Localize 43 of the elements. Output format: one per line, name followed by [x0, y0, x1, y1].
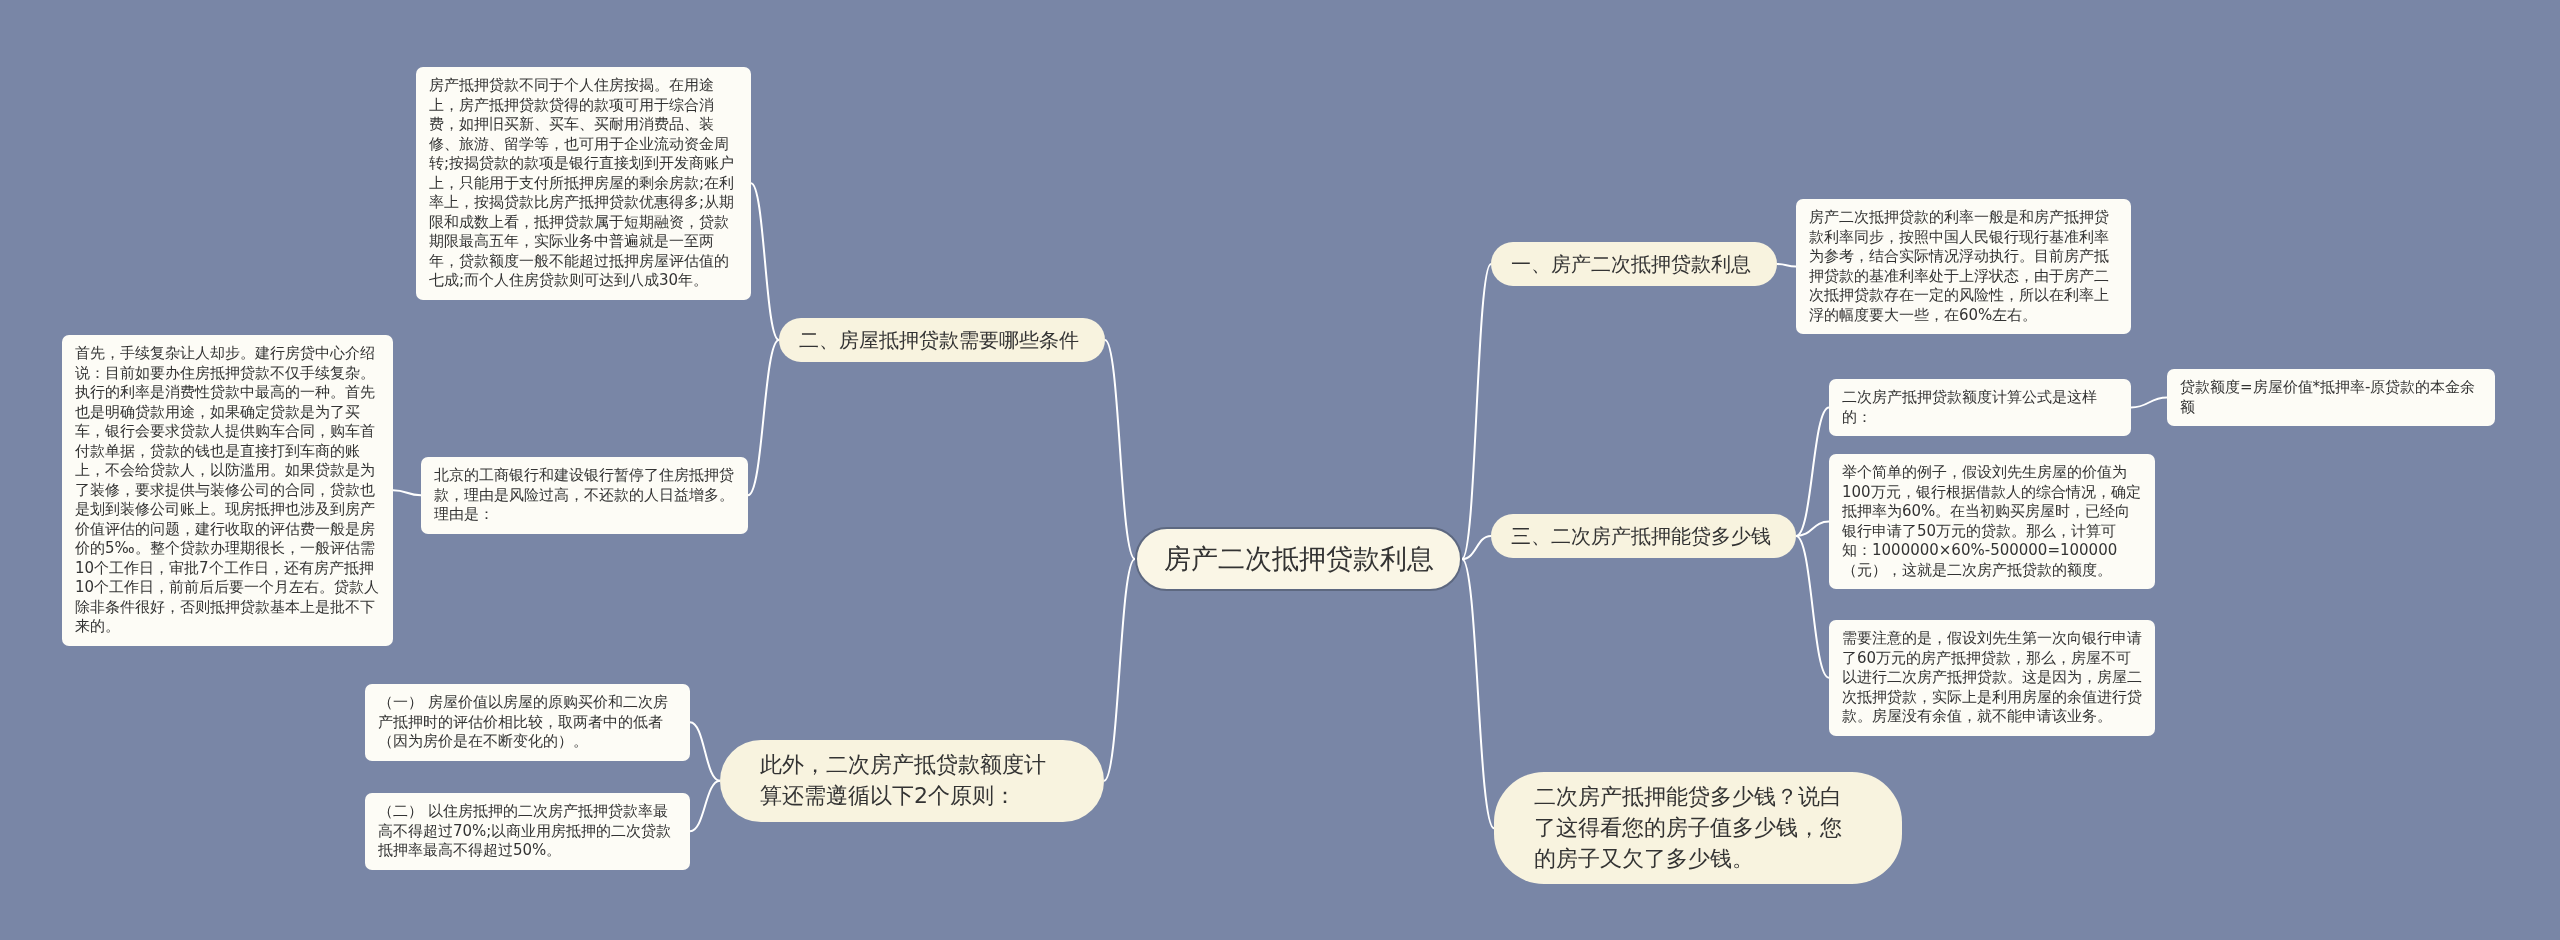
- topic-text: 此外，二次房产抵贷款额度计算还需遵循以下2个原则：: [760, 751, 1047, 810]
- note-card: [421, 457, 748, 534]
- connector-line: [392, 489, 422, 497]
- connector-line: [1461, 535, 1492, 560]
- connector-line: [1795, 406, 1830, 537]
- connector-line: [747, 339, 780, 497]
- topic-text: 三、二次房产抵押能贷多少钱: [1511, 523, 1772, 550]
- topic-text: 北京的工商银行和建设银行暂停了住房抵押贷款，理由是风险过高，不还款的人日益增多。理由是：: [434, 466, 735, 525]
- topic-text: 房产抵押贷款不同于个人住房按揭。在用途上，房产抵押贷款贷得的款项可用于综合消费，如押旧买新、买车、买耐用消费品、装修、旅游、留学等，也可用于企业流动资金周转;按揭贷款的款项是银行直接划到开发商账户上，只能用于支付所抵押房屋的剩余房款;在利率上，按揭贷款比房产抵押贷款优惠得多;从期限和成数上看，抵押贷款属于短期融资，贷款期限最高五年，实际业务中普遍就是一至两年，贷款额度一般不能超过抵押房屋评估值的七成;而个人住房贷款则可达到八成30年。: [429, 76, 736, 291]
- connector-line: [689, 721, 721, 782]
- topic-text: 房产二次抵押贷款的利率一般是和房产抵押贷款利率同步，按照中国人民银行现行基准利率为参考，结合实际情况浮动执行。目前房产抵押贷款的基准利率处于上浮状态，由于房产二次抵押贷款存在一定的风险性，所以在利率上浮的幅度要大一些，在60%左右。: [1809, 208, 2110, 325]
- branch-topic: [1491, 514, 1796, 558]
- topic-text: （二） 以住房抵押的二次房产抵押贷款率最高不得超过70%;以商业用房抵押的二次贷款抵押率最高不得超过50%。: [378, 802, 673, 861]
- branch-topic: [1491, 242, 1777, 286]
- connector-line: [1776, 263, 1797, 268]
- note-card: [365, 793, 690, 870]
- connector-line: [1461, 263, 1492, 560]
- connector-line: [1795, 535, 1830, 679]
- note-card: [1796, 199, 2131, 334]
- topic-text: 二次房产抵押能贷多少钱？说白了这得看您的房子值多少钱，您的房子又欠了多少钱。: [1534, 783, 1843, 873]
- topic-text: 一、房产二次抵押贷款利息: [1511, 251, 1752, 278]
- connector-line: [689, 779, 721, 833]
- connector-line: [750, 182, 780, 341]
- topic-text: 房产二次抵押贷款利息: [1162, 542, 1435, 576]
- topic-text: 二、房屋抵押贷款需要哪些条件: [799, 327, 1080, 354]
- connector-line: [2130, 396, 2168, 409]
- connector-line: [1795, 520, 1830, 537]
- note-card: [1829, 379, 2131, 436]
- topic-text: 二次房产抵押贷款额度计算公式是这样的：: [1842, 388, 2098, 427]
- note-card: [2167, 369, 2495, 426]
- connector-line: [1104, 339, 1136, 560]
- note-card: [1829, 454, 2155, 589]
- note-card: [365, 684, 690, 761]
- connector-line: [1103, 558, 1136, 782]
- branch-topic: [779, 318, 1105, 362]
- topic-text: （一） 房屋价值以房屋的原购买价和二次房产抵押时的评估价相比较，取两者中的低者（因为房价是在不断变化的）。: [378, 693, 669, 752]
- topic-text: 贷款额度=房屋价值*抵押率-原贷款的本金余额: [2180, 378, 2477, 417]
- connector-line: [1461, 558, 1495, 830]
- topic-text: 需要注意的是，假设刘先生第一次向银行申请了60万元的房产抵押贷款，那么，房屋不可以进行二次房产抵押贷款。这是因为，房屋二次抵押贷款，实际上是利用房屋的余值进行贷款。房屋没有余值，就不能申请该业务。: [1842, 629, 2142, 727]
- topic-text: 举个简单的例子，假设刘先生房屋的价值为100万元，银行根据借款人的综合情况，确定抵押率为60%。在当初购买房屋时，已经向银行申请了50万元的贷款。那么，计算可知：1000000×60%-500000=100000（元），这就是二次房产抵贷款的额度。: [1842, 463, 2142, 580]
- topic-text: 首先，手续复杂让人却步。建行房贷中心介绍说：目前如要办住房抵押贷款不仅手续复杂。执行的利率是消费性贷款中最高的一种。首先也是明确贷款用途，如果确定贷款是为了买车，银行会要求贷款人提供购车合同，购车首付款单据，贷款的钱也是直接打到车商的账上，不会给贷款人，以防滥用。如果贷款是为了装修，要求提供与装修公司的合同，贷款也是划到装修公司账上。现房抵押也涉及到房产价值评估的问题，建行收取的评估费一般是房价的5‰。整个贷款办理期很长，一般评估需10个工作日，审批7个工作日，还有房产抵押10个工作日，前前后后要一个月左右。贷款人除非条件很好，否则抵押贷款基本上是批不下来的。: [75, 344, 380, 637]
- note-card: [1829, 620, 2155, 736]
- note-card: [416, 67, 751, 300]
